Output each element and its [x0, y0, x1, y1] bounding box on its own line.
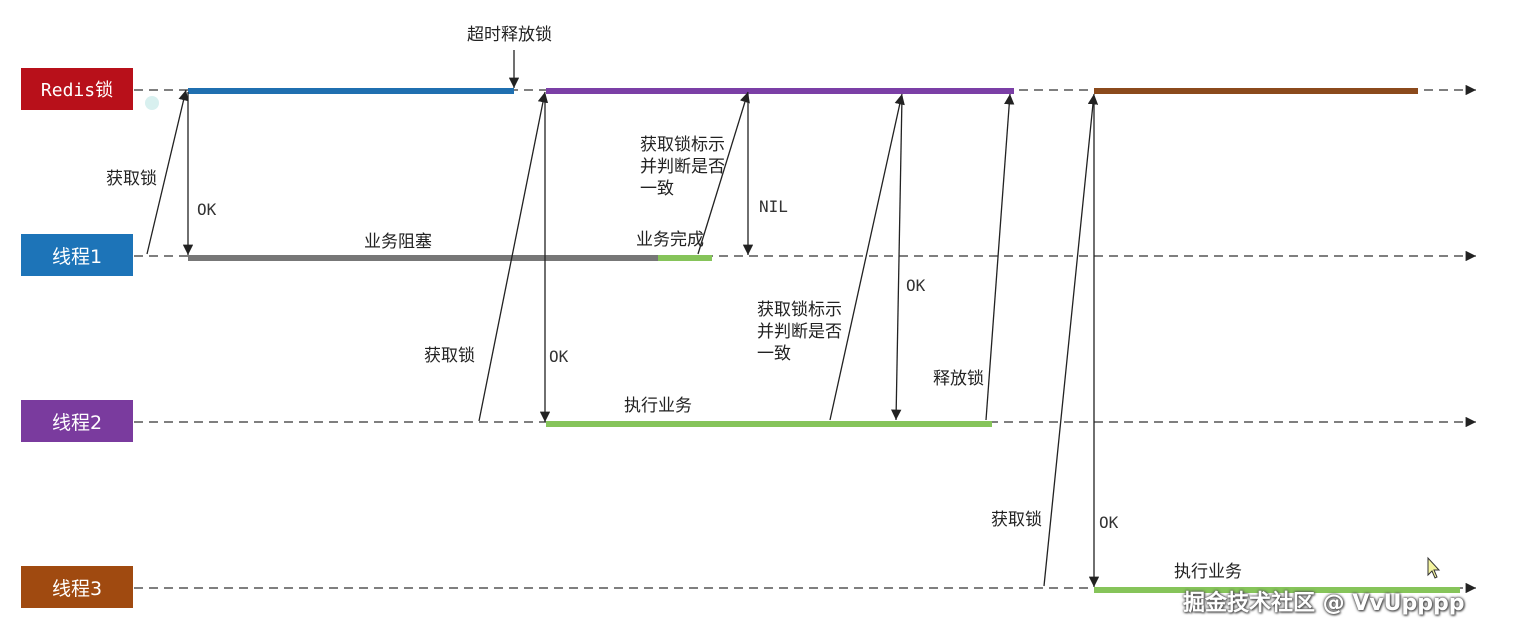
watermark: 掘金技术社区 @ VvUpppp — [1183, 591, 1465, 616]
thread1-blocked-bar — [188, 255, 658, 261]
t3-exec-label: 执行业务 — [1174, 562, 1242, 582]
lane-label-thread3: 线程3 — [21, 566, 133, 608]
t2-check-ok-arrow — [890, 95, 903, 421]
t2-exec-label: 执行业务 — [624, 396, 692, 416]
t2-ok-label: OK — [549, 347, 569, 366]
t3-acquire-label: 获取锁 — [991, 510, 1042, 530]
t2-release-arrow — [985, 93, 1015, 421]
lane-label-thread2: 线程2 — [21, 400, 133, 442]
thread2-exec-bar — [546, 421, 992, 427]
t3-ok-label: OK — [1099, 513, 1119, 532]
redis-hold-thread2-bar — [546, 88, 1014, 94]
t2-release-label: 释放锁 — [933, 369, 984, 389]
t2-check-arrow — [829, 93, 905, 421]
t1-ok-label: OK — [197, 200, 217, 219]
t1-nil-label: NIL — [759, 197, 788, 216]
lane-label-thread1: 线程1 — [21, 234, 133, 276]
redis-hold-thread1-bar — [188, 88, 514, 94]
timeout-release-label: 超时释放锁 — [467, 25, 552, 45]
t2-check-ok-label: OK — [906, 276, 926, 295]
thread1-done-bar — [658, 255, 712, 261]
mouse-cursor-icon — [1427, 556, 1441, 579]
t1-check-label: 获取锁标示并判断是否一致 — [640, 135, 725, 199]
t1-done-label: 业务完成 — [636, 230, 704, 250]
t2-acquire-arrow — [478, 91, 549, 422]
t3-acquire-arrow — [1043, 93, 1099, 587]
t1-acquire-label: 获取锁 — [106, 169, 157, 189]
redis-hold-thread3-bar — [1094, 88, 1418, 94]
t1-check-arrow — [697, 91, 750, 255]
t1-acquire-arrow — [146, 89, 189, 255]
t2-check-label: 获取锁标示并判断是否一致 — [757, 300, 842, 364]
cursor-dot — [145, 96, 159, 110]
lane-label-redis: Redis锁 — [21, 68, 133, 110]
thread3-exec-bar — [1094, 587, 1460, 593]
t1-blocked-label: 业务阻塞 — [364, 232, 432, 252]
t2-acquire-label: 获取锁 — [424, 346, 475, 366]
